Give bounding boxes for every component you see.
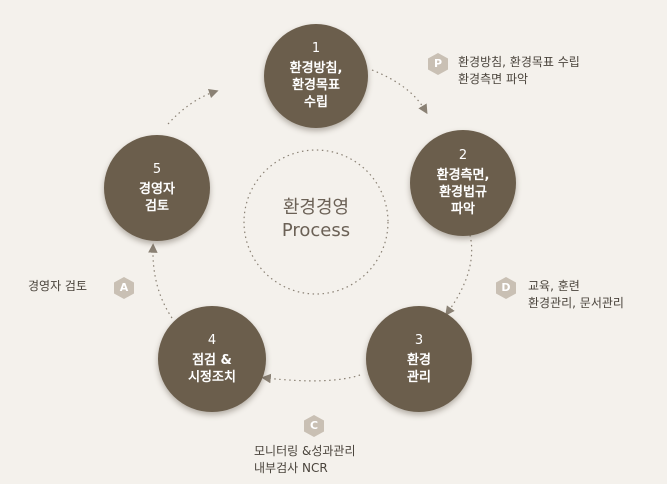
step-label: 경영자 검토 (139, 181, 175, 214)
step-label: 점검 & 시정조치 (188, 352, 236, 385)
step-label: 환경 관리 (407, 352, 431, 385)
phase-badge-p: P (426, 52, 450, 76)
phase-note-c: 모니터링 &성과관리 내부검사 NCR (254, 444, 356, 475)
step-label: 환경측면, 환경법규 파악 (436, 168, 490, 217)
step-number: 2 (458, 148, 468, 163)
connector-3-to-4 (261, 373, 361, 384)
step-number: 1 (311, 41, 321, 56)
step-node-4: 4 점검 & 시정조치 (158, 306, 266, 412)
center-title: 환경경영 Process (256, 196, 376, 242)
phase-letter: P (433, 57, 443, 70)
step-number: 3 (414, 332, 424, 348)
hexagon-icon (428, 53, 448, 75)
step-number: 4 (207, 332, 217, 348)
phase-badge-c: C (302, 414, 326, 438)
step-node-3: 3 환경 관리 (366, 306, 472, 412)
phase-note-d: 교육, 훈련 환경관리, 문서관리 (528, 279, 624, 310)
phase-letter: C (309, 419, 319, 432)
connector-4-to-5 (148, 243, 173, 319)
phase-note-a: 경영자 검토 (28, 279, 88, 293)
center-title-line2: Process (281, 220, 351, 241)
connector-1-to-2 (371, 69, 428, 115)
step-node-1: 1 환경방침, 환경목표 수립 (264, 24, 368, 128)
connector-5-to-1 (167, 88, 219, 125)
hexagon-icon (496, 277, 516, 299)
center-dotted-circle (243, 149, 389, 295)
phase-letter: D (501, 281, 511, 294)
hexagon-icon (114, 277, 134, 299)
phase-note-p: 환경방침, 환경목표 수립 환경측면 파악 (458, 55, 580, 86)
connector-2-to-3 (445, 234, 473, 316)
phase-letter: A (119, 281, 129, 294)
step-label: 환경방침, 환경목표 수립 (289, 61, 343, 110)
step-node-2: 2 환경측면, 환경법규 파악 (410, 130, 516, 236)
step-number: 5 (152, 161, 162, 177)
phase-badge-d: D (494, 276, 518, 300)
phase-badge-a: A (112, 276, 136, 300)
hexagon-icon (304, 415, 324, 437)
step-node-5: 5 경영자 검토 (104, 135, 210, 241)
center-title-line1: 환경경영 (282, 197, 350, 218)
